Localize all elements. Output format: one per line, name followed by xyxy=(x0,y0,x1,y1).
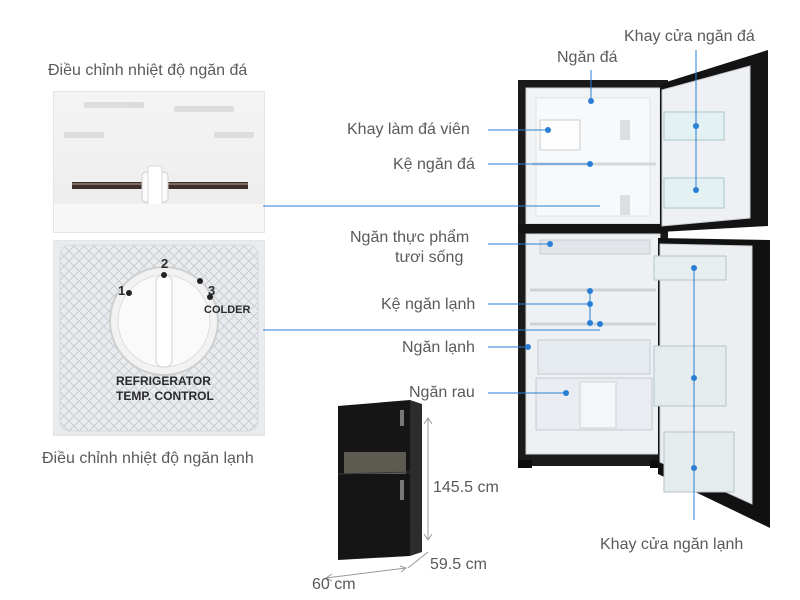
dial-caption-line2: TEMP. CONTROL xyxy=(116,389,214,403)
fridge-door-tray-3 xyxy=(663,431,735,493)
freezer-slider-graphic xyxy=(54,102,264,232)
fresh-food-label-line1: Ngăn thực phẩm xyxy=(350,229,470,246)
height-dimension: 145.5 cm xyxy=(433,479,499,496)
fridge-door-tray-label: Khay cửa ngăn lạnh xyxy=(600,536,744,553)
callout-lines xyxy=(263,50,697,520)
depth-dimension: 59.5 cm xyxy=(430,556,487,573)
fresh-food-label-line2: tươi sống xyxy=(395,249,464,266)
freezer-shelf-label: Kệ ngăn đá xyxy=(393,156,475,173)
dial-mark-2: 2 xyxy=(161,256,168,271)
fridge-temp-control-label: Điều chỉnh nhiệt độ ngăn lạnh xyxy=(42,450,254,467)
freezer-door-tray-upper xyxy=(663,111,725,141)
freezer-temp-control-label: Điều chỉnh nhiệt độ ngăn đá xyxy=(48,62,248,79)
vegetable-drawer-label: Ngăn rau xyxy=(409,384,475,401)
freezer-label: Ngăn đá xyxy=(557,49,618,66)
fridge-door-tray-2 xyxy=(653,345,727,407)
freezer-door-tray-lower xyxy=(663,177,725,209)
fridge-shelf-label: Kệ ngăn lạnh xyxy=(381,296,476,313)
ice-tray xyxy=(539,119,581,151)
dial-mark-3: 3 xyxy=(208,283,215,298)
freezer-door-tray-label: Khay cửa ngăn đá xyxy=(624,28,755,45)
callout-dots xyxy=(525,98,699,471)
fridge-thumbnail xyxy=(338,400,410,560)
dial-colder-label: COLDER xyxy=(204,304,251,316)
fresh-food-compartment xyxy=(539,239,651,255)
dial-mark-1: 1 xyxy=(118,283,125,298)
fridge-label: Ngăn lạnh xyxy=(402,339,475,356)
dial-caption-line1: REFRIGERATOR xyxy=(116,374,211,388)
width-dimension: 60 cm xyxy=(312,576,356,593)
fridge-door-tray-1 xyxy=(653,255,727,281)
fridge-dial-graphic: 1 2 3 COLDER REFRIGERATOR TEMP. CONTROL xyxy=(59,244,259,432)
freezer-temp-control-image xyxy=(53,91,265,233)
ice-tray-label: Khay làm đá viên xyxy=(347,121,470,138)
fridge-temp-control-image: 1 2 3 COLDER REFRIGERATOR TEMP. CONTROL xyxy=(53,240,265,436)
